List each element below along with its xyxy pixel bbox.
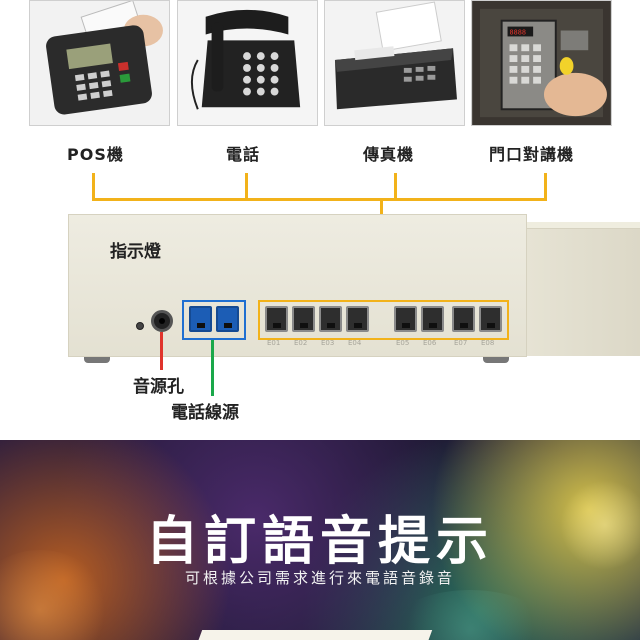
indicator-callout: 指示燈 xyxy=(110,242,161,262)
door-intercom-icon: 8888 xyxy=(472,1,611,125)
line-source-callout: 電話線源 xyxy=(171,403,239,423)
device-label-pos: POS機 xyxy=(67,145,124,164)
extension-port-e05[interactable] xyxy=(394,306,417,332)
port-label-e03: E03 xyxy=(321,339,335,347)
port-label-e06: E06 xyxy=(423,339,437,347)
extension-port-e04[interactable] xyxy=(346,306,369,332)
unit-foot-right xyxy=(483,357,509,363)
unit-side xyxy=(527,228,640,356)
audio-jack-callout: 音源孔 xyxy=(133,377,184,397)
unit-foot-left xyxy=(84,357,110,363)
svg-text:8888: 8888 xyxy=(510,28,527,36)
extension-port-e01[interactable] xyxy=(265,306,288,332)
extension-port-e07[interactable] xyxy=(452,306,475,332)
line-source-pointer xyxy=(211,340,214,396)
fax-machine-photo xyxy=(324,0,465,126)
connector-line-intercom xyxy=(544,173,547,200)
port-label-e07: E07 xyxy=(454,339,468,347)
line-port-2[interactable] xyxy=(216,306,239,332)
voice-box-unit xyxy=(68,214,527,357)
device-label-intercom: 門口對講機 xyxy=(489,145,575,164)
extension-port-e03[interactable] xyxy=(319,306,342,332)
audio-jack-pointer xyxy=(160,332,163,370)
extension-port-group xyxy=(258,300,509,340)
device-label-phone: 電話 xyxy=(226,145,261,164)
telephone-icon xyxy=(178,1,317,125)
connector-line-phone xyxy=(245,173,248,200)
extension-port-e02[interactable] xyxy=(292,306,315,332)
line-port-1[interactable] xyxy=(189,306,212,332)
device-edge-peek xyxy=(197,630,433,640)
device-label-fax: 傳真機 xyxy=(363,145,415,164)
connector-line-fax xyxy=(394,173,397,200)
port-label-e05: E05 xyxy=(396,339,410,347)
connector-line-pos xyxy=(92,173,95,200)
banner-title: 自訂語音提示 xyxy=(145,512,494,572)
indicator-led xyxy=(136,322,144,330)
audio-jack[interactable] xyxy=(151,310,173,332)
connector-bus-line xyxy=(92,198,547,201)
pos-terminal-photo xyxy=(29,0,170,126)
door-intercom-photo: 8888 xyxy=(471,0,612,126)
port-label-e01: E01 xyxy=(267,339,281,347)
extension-port-e06[interactable] xyxy=(421,306,444,332)
port-label-e08: E08 xyxy=(481,339,495,347)
unit-top-side xyxy=(527,222,640,230)
telephone-photo xyxy=(177,0,318,126)
fax-machine-icon xyxy=(325,1,464,125)
pos-terminal-icon xyxy=(30,1,169,125)
extension-port-e08[interactable] xyxy=(479,306,502,332)
banner-subtitle: 可根據公司需求進行來電語音錄音 xyxy=(184,569,455,587)
port-label-e04: E04 xyxy=(348,339,362,347)
line-port-group xyxy=(182,300,246,340)
port-label-e02: E02 xyxy=(294,339,308,347)
feature-banner: 自訂語音提示 可根據公司需求進行來電語音錄音 xyxy=(0,440,640,640)
